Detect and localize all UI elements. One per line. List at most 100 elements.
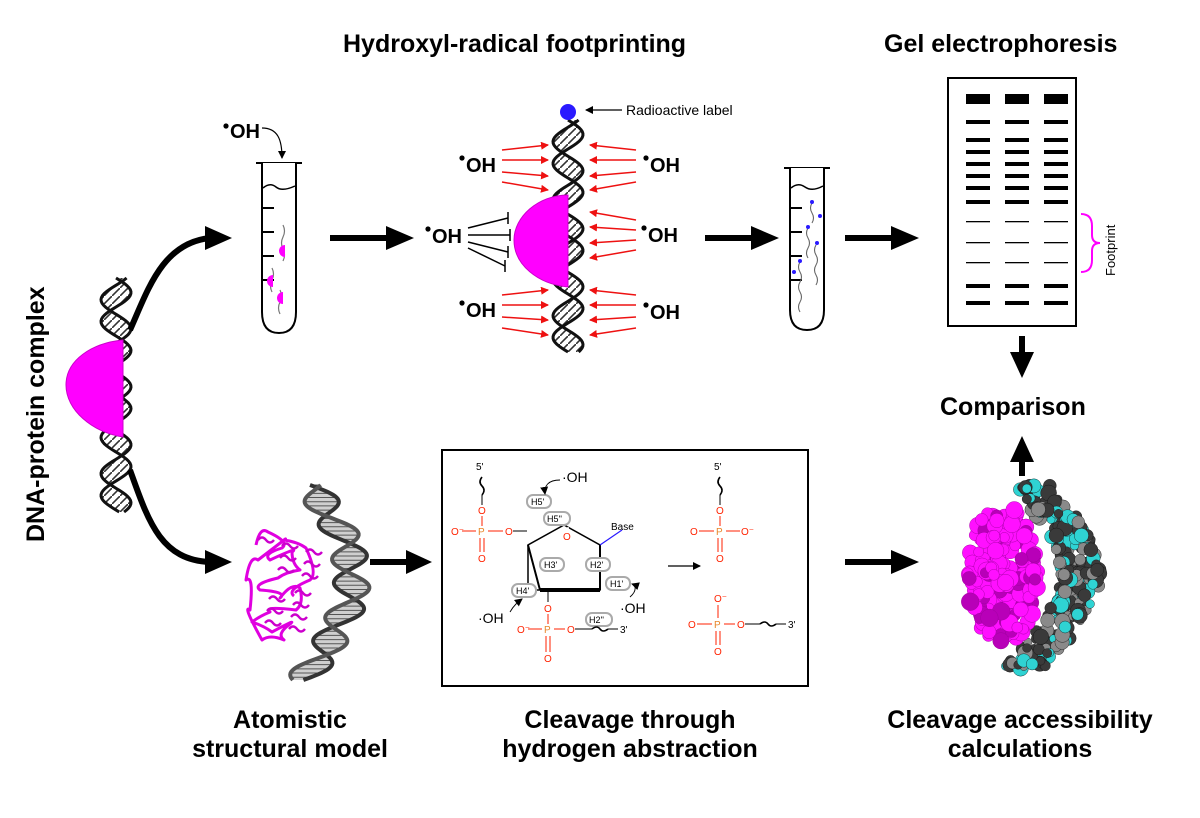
gel-band-faint xyxy=(1044,262,1068,264)
gel-band-faint xyxy=(1005,242,1029,244)
surface-atom-protein xyxy=(987,542,1005,560)
protein-ribbon-path xyxy=(244,529,315,642)
gel-band xyxy=(966,120,990,124)
o-atom-4: O xyxy=(544,604,552,615)
protein-helix-coil xyxy=(294,589,312,597)
gel-band xyxy=(966,200,990,204)
o-minus-4: O⁻ xyxy=(714,594,727,605)
blocked-arrows xyxy=(467,212,511,272)
surface-atom-protein xyxy=(1015,527,1033,545)
title-comparison: Comparison xyxy=(940,393,1086,421)
model-dna-strand-a xyxy=(302,483,369,682)
gel-band xyxy=(1005,284,1029,288)
gel-band xyxy=(1044,186,1068,190)
surface-atom-dna xyxy=(1074,554,1086,566)
gel-band xyxy=(1005,162,1029,166)
surface-atom-protein xyxy=(975,513,989,527)
oh-chem-top: ·OH xyxy=(562,469,588,485)
h3p-label: H3' xyxy=(544,560,558,570)
title-gel-electrophoresis: Gel electrophoresis xyxy=(884,30,1118,58)
gel-band xyxy=(966,174,990,178)
p-atom-3: P xyxy=(716,527,723,538)
flow-arrow-curve-bottom xyxy=(127,468,211,565)
three-prime-right: 3' xyxy=(788,620,796,631)
surface-atom-dna xyxy=(1048,527,1065,544)
gel-band xyxy=(1044,150,1068,154)
oh-radicals: OH OH OH OH OH OH xyxy=(425,155,680,324)
o-atom-11: O xyxy=(737,620,745,631)
o-atom-3: O xyxy=(478,554,486,565)
surface-atom-protein xyxy=(989,513,1005,528)
protein-helix-coil xyxy=(268,595,286,603)
gel-band xyxy=(1044,138,1068,142)
o-atom-12: O xyxy=(714,647,722,658)
gel-band-faint xyxy=(966,262,990,264)
surface-atom-protein xyxy=(1005,501,1023,519)
gel-band xyxy=(1044,162,1068,166)
caption-accessibility-line2: calculations xyxy=(947,734,1093,763)
h5pp-label: H5'' xyxy=(547,514,562,524)
gel-band xyxy=(1044,284,1068,288)
surface-atom-dna xyxy=(1057,584,1072,599)
oh-label-mid-left: OH xyxy=(432,226,462,248)
surface-atom-dna xyxy=(1030,501,1046,517)
gel-band xyxy=(1005,138,1029,142)
gel-band xyxy=(966,186,990,190)
gel-panel: Footprint xyxy=(947,77,1118,327)
surface-atom-dna xyxy=(1025,657,1039,671)
protein-helix-coil xyxy=(290,613,308,621)
protein-helix-coil xyxy=(288,625,306,633)
h2p-label: H2' xyxy=(590,560,604,570)
surface-atom-dna xyxy=(1040,612,1055,628)
o-atom-5: O xyxy=(567,625,575,636)
protein-helix-coil xyxy=(305,548,323,556)
three-prime-left: 3' xyxy=(620,625,628,636)
o-atom-7: O xyxy=(716,506,724,517)
surface-atom-dna xyxy=(1087,579,1099,590)
protein-helix-coil xyxy=(281,542,299,550)
oh-label-mid-right: OH xyxy=(648,225,678,247)
accessibility-surface-model xyxy=(960,478,1108,677)
gel-band-faint xyxy=(1005,262,1029,264)
o-atom-2: O xyxy=(505,527,513,538)
oh-add-arrow xyxy=(261,127,286,159)
test-tube-2 xyxy=(784,167,830,332)
o-atom-10: O xyxy=(688,620,696,631)
dna-protein-complex-icon xyxy=(65,276,133,514)
p-atom-4: P xyxy=(714,620,721,631)
oh-label-top-right: OH xyxy=(650,155,680,177)
protein-blob-left xyxy=(65,339,124,438)
o-atom-8: O xyxy=(690,527,698,538)
caption-cleavage: Cleavage through hydrogen abstraction xyxy=(470,706,790,764)
protein-ribbon xyxy=(244,529,323,642)
gel-band-top xyxy=(966,94,990,104)
gel-band xyxy=(1044,120,1068,124)
surface-atom-dna xyxy=(1090,563,1104,577)
caption-accessibility: Cleavage accessibility calculations xyxy=(860,706,1180,764)
h5p-label: H5' xyxy=(531,497,545,507)
test-tube-1: OH xyxy=(223,121,302,335)
surface-atom-dna xyxy=(1083,542,1099,557)
five-prime-left: 5' xyxy=(476,462,484,473)
flow-arrow-curve-top xyxy=(127,235,211,332)
p-atom-2: P xyxy=(544,625,551,636)
protein-helix-coil xyxy=(257,536,275,544)
dna-helix-model xyxy=(288,483,372,682)
gel-band xyxy=(1005,120,1029,124)
surface-atom-dna xyxy=(1077,588,1092,602)
oh-chem-left: ·OH xyxy=(478,610,504,626)
helix-left-strand-b xyxy=(99,276,133,514)
atomistic-model-icon xyxy=(244,483,372,682)
flow-arrow-head-top xyxy=(205,226,232,250)
surface-atom-dna xyxy=(1074,528,1089,543)
protein-helix-coil xyxy=(266,607,284,615)
cleavage-chemistry-box: 5' O P O⁻ O O O xyxy=(441,449,809,687)
caption-cleavage-line1: Cleavage through xyxy=(524,706,736,734)
surface-atom-dna xyxy=(1022,483,1032,494)
surface-atom-dna xyxy=(1021,494,1032,504)
footprinting-dna-icon: Radioactive label xyxy=(513,102,733,354)
oh-chem-right: ·OH xyxy=(620,600,646,616)
gel-band xyxy=(1005,150,1029,154)
surface-atom-protein xyxy=(988,569,1000,581)
surface-atom-protein xyxy=(961,592,980,611)
